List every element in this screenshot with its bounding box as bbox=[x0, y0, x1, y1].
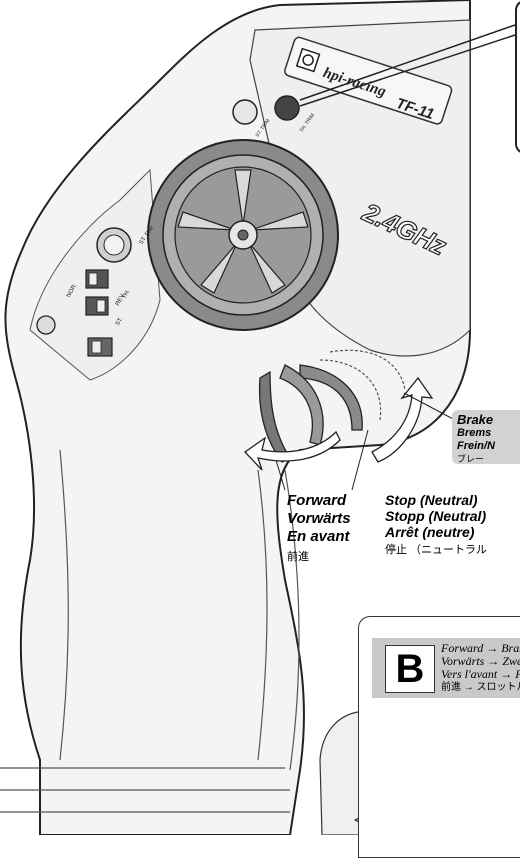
callout-box bbox=[515, 0, 520, 154]
forward-label-ja: 前進 bbox=[287, 548, 309, 564]
brake-label-ja: ブレー bbox=[457, 452, 484, 465]
forward-label-de: Vorwärts bbox=[287, 510, 351, 527]
st-trim-knob[interactable] bbox=[233, 100, 257, 124]
reverse-switch-th[interactable] bbox=[86, 297, 108, 315]
stop-label-de: Stopp (Neutral) bbox=[385, 508, 486, 524]
power-switch[interactable] bbox=[88, 338, 112, 356]
brake-label-en: Brake bbox=[457, 412, 493, 427]
box-b-line-ja: 前進 → スロットルを2 bbox=[441, 681, 520, 694]
box-b-letter: B bbox=[385, 645, 435, 693]
brake-label-fr: Frein/N bbox=[457, 440, 495, 452]
box-b-line-fr: Vers l'avant → Frei bbox=[441, 668, 520, 681]
forward-label-fr: En avant bbox=[287, 528, 350, 545]
stop-label-en: Stop (Neutral) bbox=[385, 492, 478, 508]
reverse-switch-st[interactable] bbox=[86, 270, 108, 288]
power-led bbox=[37, 316, 55, 334]
steering-wheel[interactable] bbox=[148, 140, 338, 330]
forward-label-en: Forward bbox=[287, 492, 346, 509]
th-trim-knob[interactable] bbox=[275, 96, 299, 120]
stop-label-fr: Arrêt (neutre) bbox=[385, 524, 474, 540]
st-dr-dial-cap bbox=[104, 235, 124, 255]
stop-label-ja: 停止 （ニュートラル bbox=[385, 541, 487, 557]
box-b-text: Forward → Brake T Vorwärts → Zweim Vers … bbox=[441, 642, 520, 694]
brake-label-de: Brems bbox=[457, 427, 491, 439]
